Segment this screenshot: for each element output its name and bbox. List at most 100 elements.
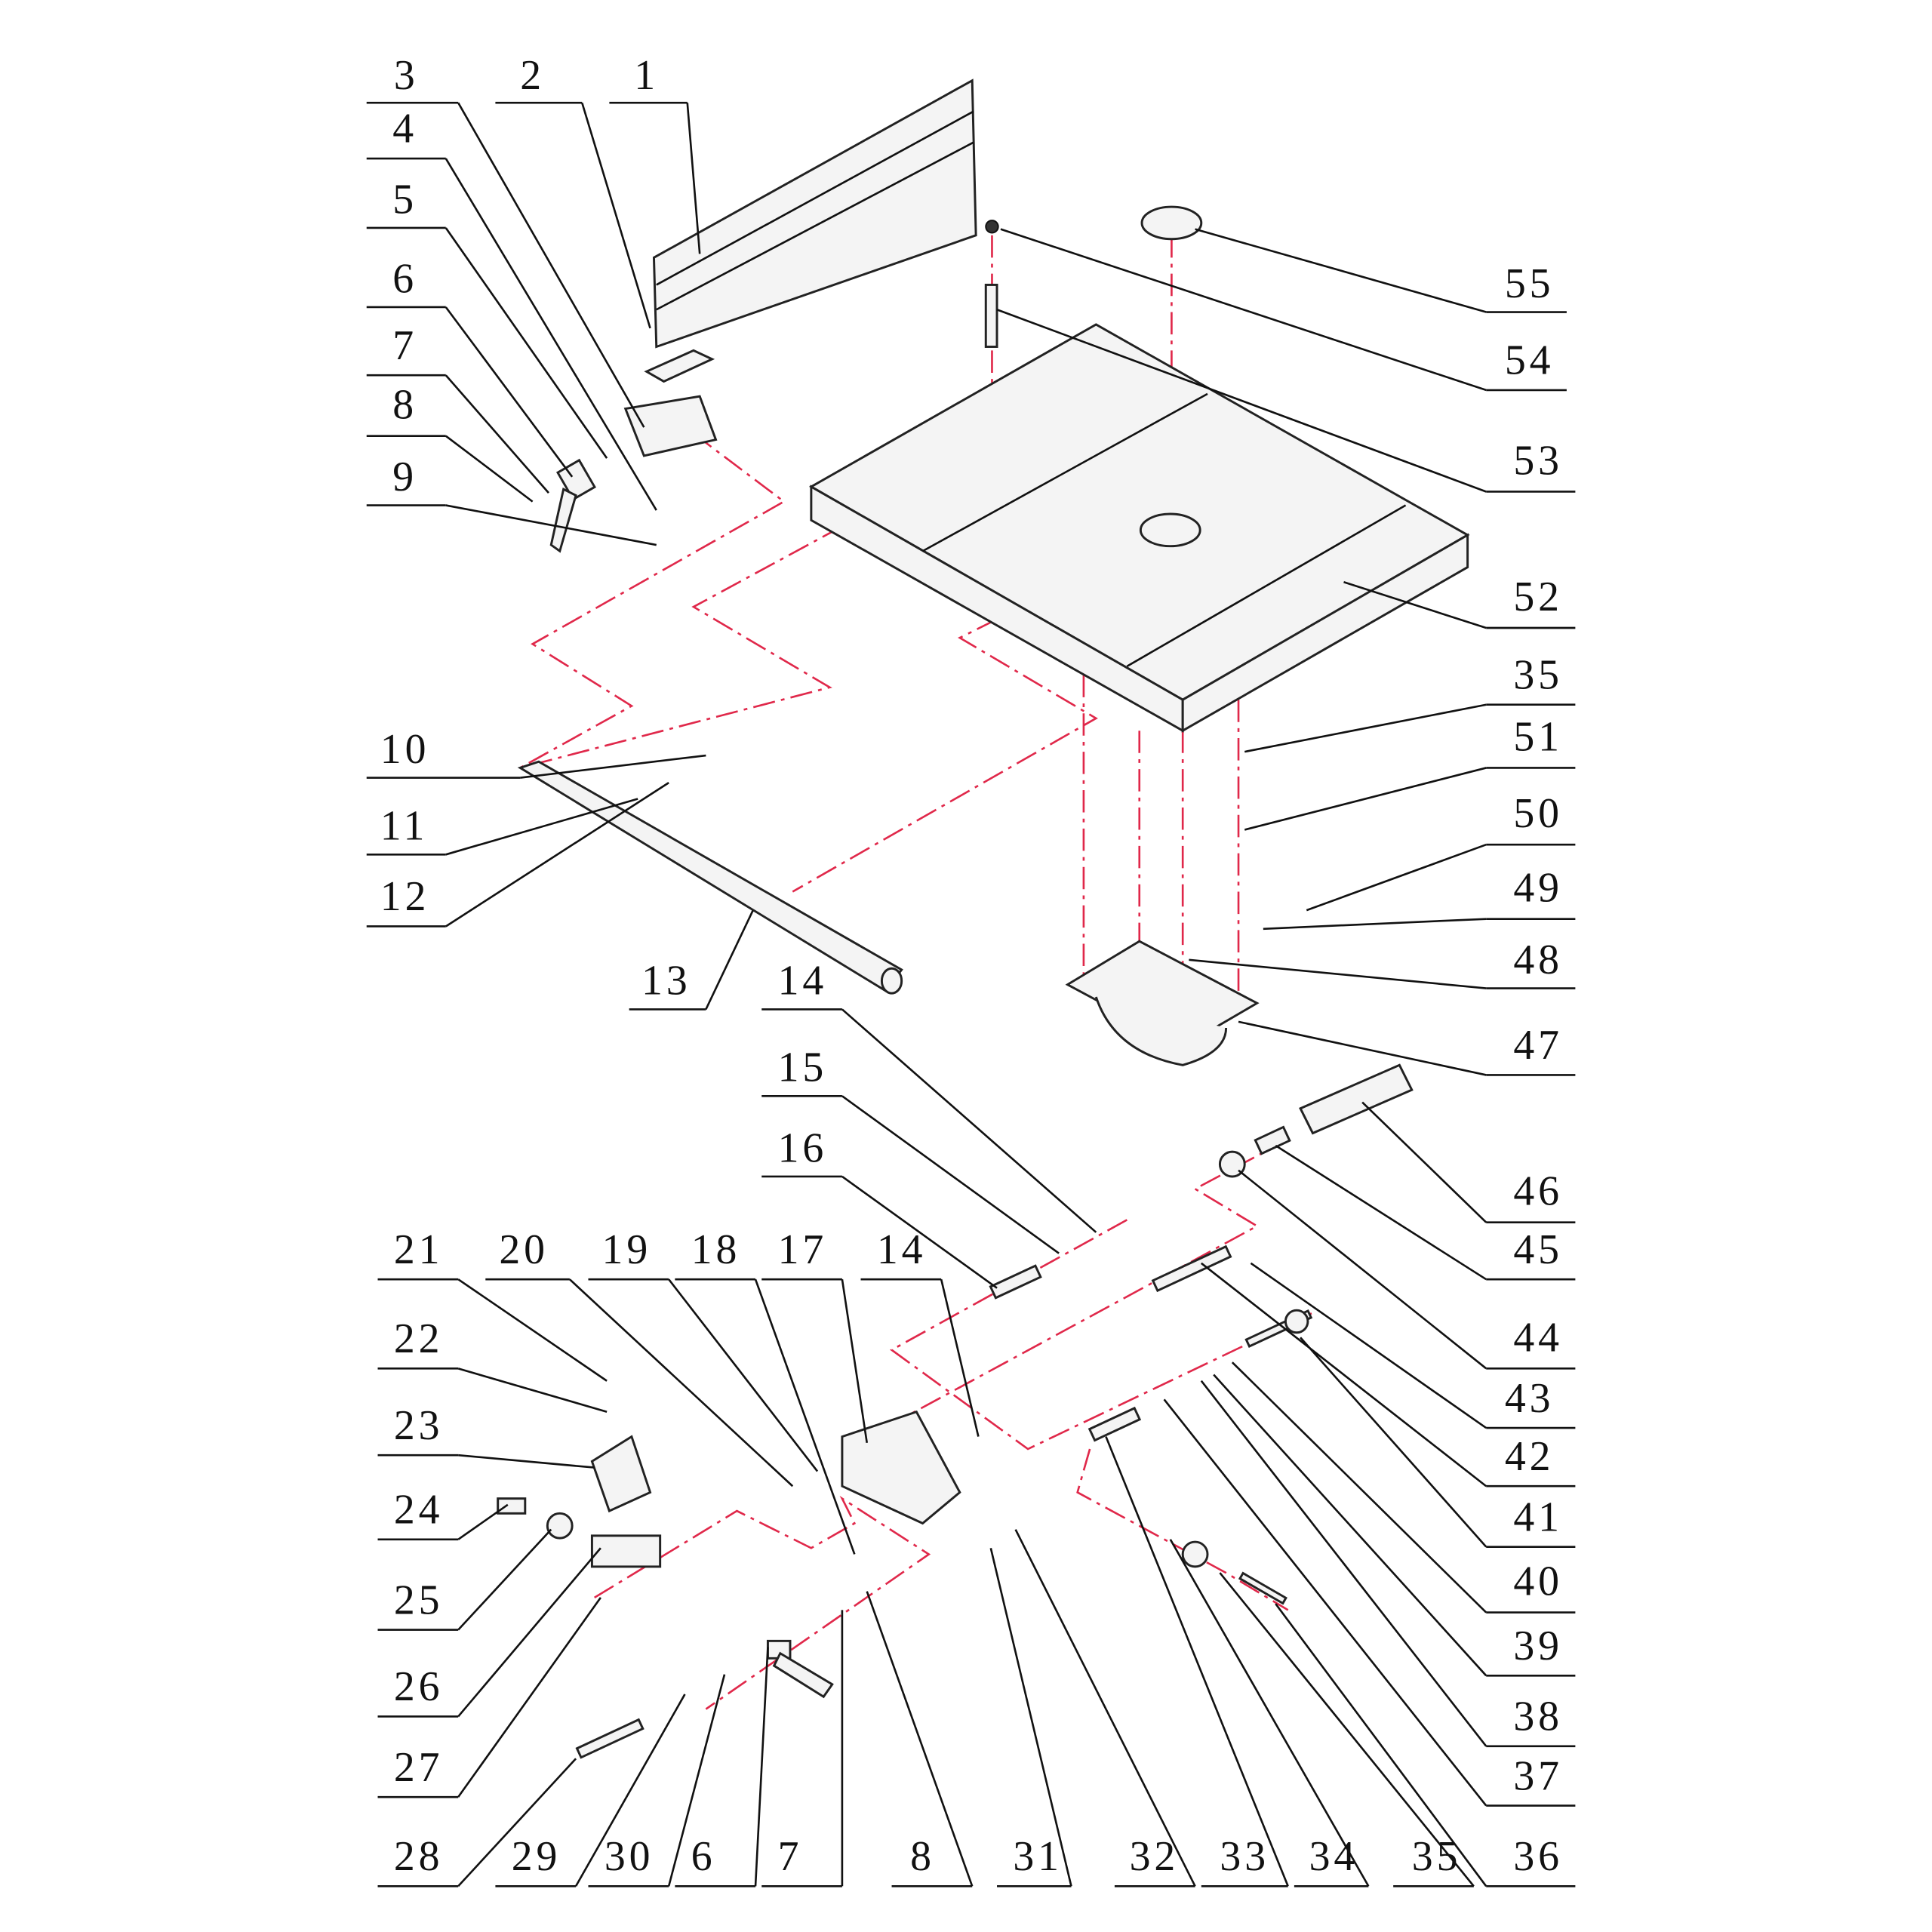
callout-label: 42	[1505, 1433, 1555, 1480]
callout-label: 11	[380, 803, 429, 850]
callout-leader	[445, 504, 657, 546]
callout-31: 31	[989, 1547, 1072, 1887]
callout-label: 14	[877, 1226, 927, 1273]
table-top	[808, 323, 1470, 701]
callout-32: 32	[1014, 1529, 1196, 1887]
callout-label: 30	[605, 1833, 654, 1880]
callout-leader	[457, 1547, 601, 1718]
lock-handle	[549, 488, 577, 553]
callout-leader	[457, 1528, 552, 1631]
callout-9: 9	[366, 454, 657, 546]
callout-33: 33	[1105, 1436, 1289, 1887]
callout-leader	[445, 782, 669, 928]
centerline-rail-2	[792, 618, 1098, 893]
callout-leader	[1250, 1262, 1487, 1429]
callout-46: 46	[1361, 1101, 1576, 1224]
callout-35: 35	[1219, 1572, 1475, 1887]
callout-label: 3	[394, 52, 419, 99]
callout-label: 17	[778, 1226, 828, 1273]
callout-40: 40	[1231, 1361, 1576, 1614]
miter-slot	[1126, 504, 1407, 668]
screw-36	[1238, 1571, 1287, 1605]
callout-leader	[1244, 767, 1487, 831]
callout-leader	[1219, 1572, 1475, 1887]
callout-11: 11	[366, 798, 638, 856]
callout-leader	[754, 1278, 856, 1555]
callout-label: 20	[499, 1226, 549, 1273]
callout-15: 15	[761, 1044, 1060, 1254]
callout-label: 6	[691, 1833, 716, 1880]
callout-label: 16	[778, 1124, 828, 1171]
callout-label: 7	[778, 1833, 803, 1880]
callout-42: 42	[1200, 1262, 1576, 1487]
callout-6: 6	[366, 255, 574, 478]
callout-label: 25	[394, 1577, 444, 1623]
callout-20: 20	[485, 1226, 794, 1487]
fence-groove	[656, 110, 974, 286]
rip-fence	[652, 78, 977, 349]
callout-25: 25	[377, 1528, 552, 1631]
callout-label: 55	[1505, 260, 1555, 307]
callout-label: 33	[1220, 1833, 1269, 1880]
callout-leader	[841, 1278, 869, 1443]
callout-leader	[458, 1454, 595, 1469]
callout-leader	[989, 1547, 1072, 1887]
callout-leader	[457, 1597, 601, 1798]
callout-27: 27	[377, 1597, 601, 1798]
callout-label: 45	[1513, 1226, 1563, 1273]
callout-24: 24	[377, 1486, 509, 1541]
callout-52: 52	[1343, 574, 1576, 629]
callout-leader	[940, 1278, 980, 1437]
callout-leader	[457, 1367, 608, 1414]
callout-21: 21	[377, 1226, 608, 1382]
callout-leader	[754, 1647, 769, 1887]
callout-label: 12	[380, 873, 430, 920]
callout-leader	[1200, 1380, 1487, 1747]
callout-45: 45	[1275, 1144, 1576, 1281]
rail-tube	[517, 760, 903, 992]
callout-53: 53	[996, 309, 1576, 493]
callout-label: 23	[394, 1402, 444, 1449]
callout-43: 43	[1250, 1262, 1576, 1429]
callout-leader	[841, 1175, 998, 1289]
callout-leader	[1213, 1374, 1487, 1677]
callout-label: 1	[634, 52, 659, 99]
callout-28: 28	[377, 1758, 577, 1887]
callout-leader	[445, 374, 549, 494]
callout-18: 18	[675, 1226, 856, 1555]
centerline-shaft	[890, 1138, 1289, 1463]
callout-label: 41	[1513, 1494, 1563, 1540]
table-insert	[1140, 205, 1203, 241]
callout-label: 4	[392, 106, 417, 152]
fence-groove	[656, 141, 974, 311]
pin-32	[1088, 1406, 1142, 1442]
callout-label: 48	[1513, 937, 1563, 983]
callout-leader	[520, 754, 706, 779]
callout-26: 26	[377, 1547, 601, 1718]
callout-4: 4	[366, 106, 657, 511]
callout-leader	[667, 1674, 726, 1887]
callout-44: 44	[1238, 1169, 1576, 1370]
table-side	[1181, 533, 1469, 733]
callout-label: 15	[778, 1044, 828, 1091]
callout-label: 35	[1513, 651, 1563, 698]
callout-leader	[1238, 1020, 1487, 1076]
callout-label: 51	[1513, 713, 1563, 760]
callout-12: 12	[366, 782, 669, 928]
callout-leader	[1238, 1169, 1487, 1370]
callout-label: 46	[1513, 1168, 1563, 1215]
callout-34: 34	[1169, 1539, 1370, 1887]
callout-leader	[841, 1095, 1060, 1254]
callout-leader	[1275, 1603, 1487, 1887]
bolt-53	[984, 283, 998, 348]
callout-leader	[1195, 228, 1487, 313]
callout-49: 49	[1263, 865, 1576, 931]
handle-7	[772, 1651, 834, 1699]
block-26	[590, 1534, 662, 1568]
callout-leader	[1263, 918, 1487, 931]
callout-13: 13	[629, 909, 754, 1011]
callout-leader	[1306, 843, 1487, 912]
callout-23: 23	[377, 1402, 595, 1469]
handle-46	[1299, 1063, 1414, 1135]
